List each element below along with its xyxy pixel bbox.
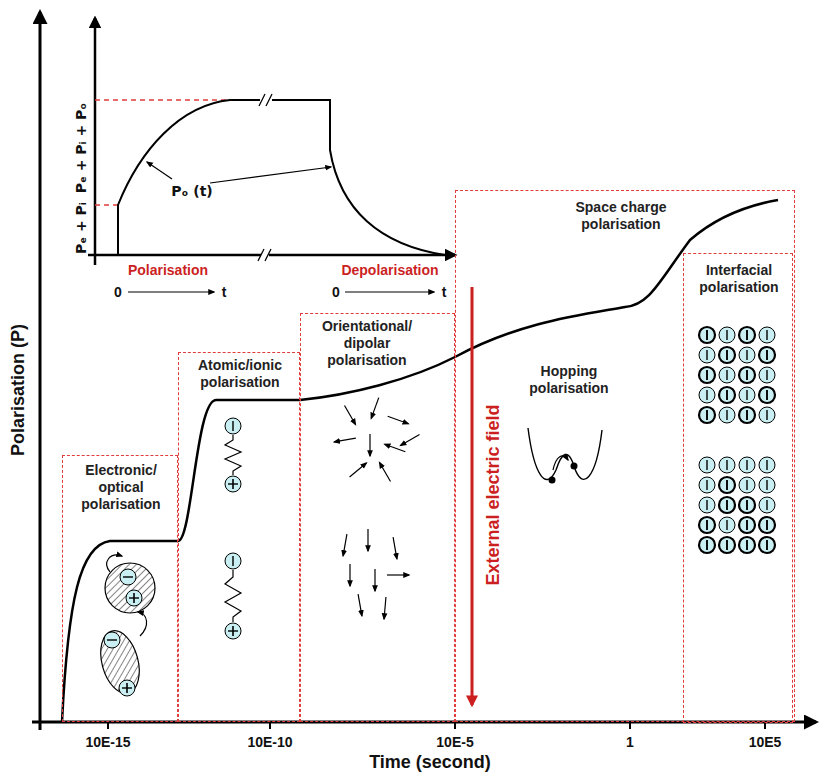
field-arrow bbox=[471, 287, 474, 705]
time-label: 0 bbox=[332, 284, 340, 300]
double-well bbox=[528, 428, 602, 484]
electron-clouds bbox=[94, 555, 155, 697]
level-label: Pₑ + Pᵢ bbox=[73, 202, 89, 254]
ionic-springs bbox=[225, 435, 241, 622]
region-box: Atomic/ionic polarisation bbox=[178, 352, 300, 722]
region-subtitle: Hopping polarisation bbox=[519, 363, 619, 397]
region-title: Space charge polarisation bbox=[551, 199, 691, 233]
tick-label: 1 bbox=[626, 734, 634, 750]
time-label: t bbox=[442, 284, 447, 300]
tick-label: 10E-15 bbox=[85, 734, 130, 750]
particle-symbols bbox=[104, 327, 775, 696]
region-title: Orientational/ dipolar polarisation bbox=[303, 318, 431, 369]
phase-label: Polarisation bbox=[128, 262, 208, 278]
inset-plot bbox=[88, 18, 455, 292]
main-axes bbox=[32, 12, 816, 730]
axis-title: Polarisation (P) bbox=[8, 324, 29, 456]
axis-title: Time (second) bbox=[369, 752, 491, 773]
region-box: Orientational/ dipolar polarisation bbox=[300, 313, 455, 722]
level-label: Pₑ + Pᵢ + Pₒ bbox=[73, 103, 89, 193]
tick-label: 10E-10 bbox=[247, 734, 292, 750]
polarisation-curve bbox=[62, 200, 778, 722]
region-title: Electronic/ optical polarisation bbox=[65, 462, 177, 513]
phase-label: Depolarisation bbox=[341, 262, 438, 278]
region-box: Space charge polarisationHopping polaris… bbox=[455, 190, 795, 722]
region-title: Atomic/ionic polarisation bbox=[183, 357, 297, 391]
field-label: External electric field bbox=[483, 404, 504, 585]
region-title: Interfacial polarisation bbox=[688, 262, 790, 296]
time-label: t bbox=[222, 284, 227, 300]
region-box: Interfacial polarisation bbox=[683, 253, 793, 723]
curve-label: Pₒ (t) bbox=[171, 183, 212, 199]
tick-label: 10E-5 bbox=[436, 734, 473, 750]
region-box: Electronic/ optical polarisation bbox=[62, 455, 178, 722]
tick-label: 10E5 bbox=[749, 734, 782, 750]
time-label: 0 bbox=[114, 284, 122, 300]
